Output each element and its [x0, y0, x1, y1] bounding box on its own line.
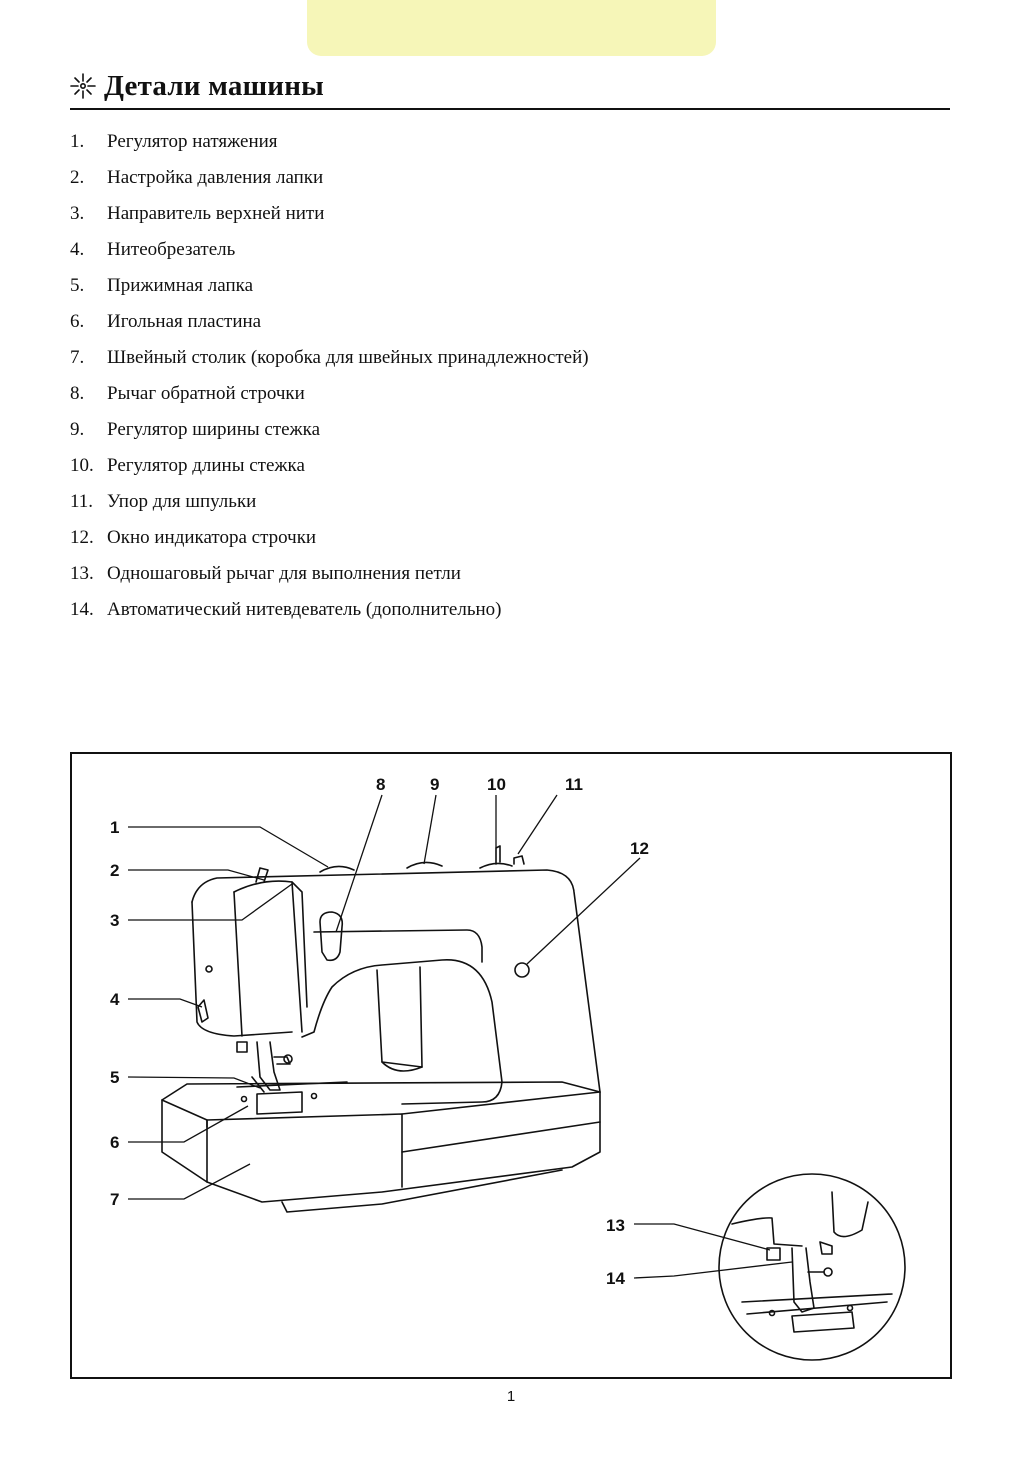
page-number: 1 [506, 1388, 516, 1405]
callout-6: 6 [110, 1133, 119, 1152]
callout-9: 9 [430, 775, 439, 794]
list-item: 11.Упор для шпульки [70, 491, 257, 512]
callout-12: 12 [630, 839, 649, 858]
sparkle-star-icon [70, 73, 96, 99]
sewing-machine-illustration: 1 2 3 4 5 6 7 8 9 10 11 12 13 14 [110, 775, 906, 1361]
callout-1: 1 [110, 818, 119, 837]
list-item: 4.Нитеобрезатель [70, 239, 236, 260]
list-item: 3.Направитель верхней нити [70, 203, 325, 224]
list-item: 13.Одношаговый рычаг для выполнения петл… [70, 563, 461, 584]
callout-4: 4 [110, 990, 120, 1009]
list-item: 8.Рычаг обратной строчки [70, 383, 305, 404]
callout-2: 2 [110, 861, 119, 880]
callout-11: 11 [565, 775, 583, 794]
list-item: 9.Регулятор ширины стежка [70, 419, 321, 440]
header-tab [307, 0, 716, 56]
callout-10: 10 [487, 775, 506, 794]
list-item: 14.Автоматический нитевдеватель (дополни… [70, 599, 502, 620]
list-item: 2.Настройка давления лапки [70, 167, 324, 188]
list-item: 10.Регулятор длины стежка [70, 455, 305, 476]
list-item: 5.Прижимная лапка [70, 275, 254, 296]
callout-13: 13 [606, 1216, 625, 1235]
callout-5: 5 [110, 1068, 119, 1087]
title-divider [70, 108, 950, 110]
title-text: Детали машины [104, 69, 324, 102]
list-item: 1.Регулятор натяжения [70, 131, 278, 152]
callout-7: 7 [110, 1190, 119, 1209]
list-item: 6.Игольная пластина [70, 311, 262, 332]
callout-14: 14 [606, 1269, 625, 1288]
list-item: 7.Швейный столик (коробка для швейных пр… [70, 347, 589, 368]
parts-list: 1.Регулятор натяжения 2.Настройка давлен… [70, 124, 589, 628]
callout-3: 3 [110, 911, 119, 930]
page-title: Детали машины [70, 64, 950, 108]
list-item: 12.Окно индикатора строчки [70, 527, 317, 548]
machine-diagram: 1 2 3 4 5 6 7 8 9 10 11 12 13 14 [70, 752, 952, 1379]
callout-8: 8 [376, 775, 385, 794]
